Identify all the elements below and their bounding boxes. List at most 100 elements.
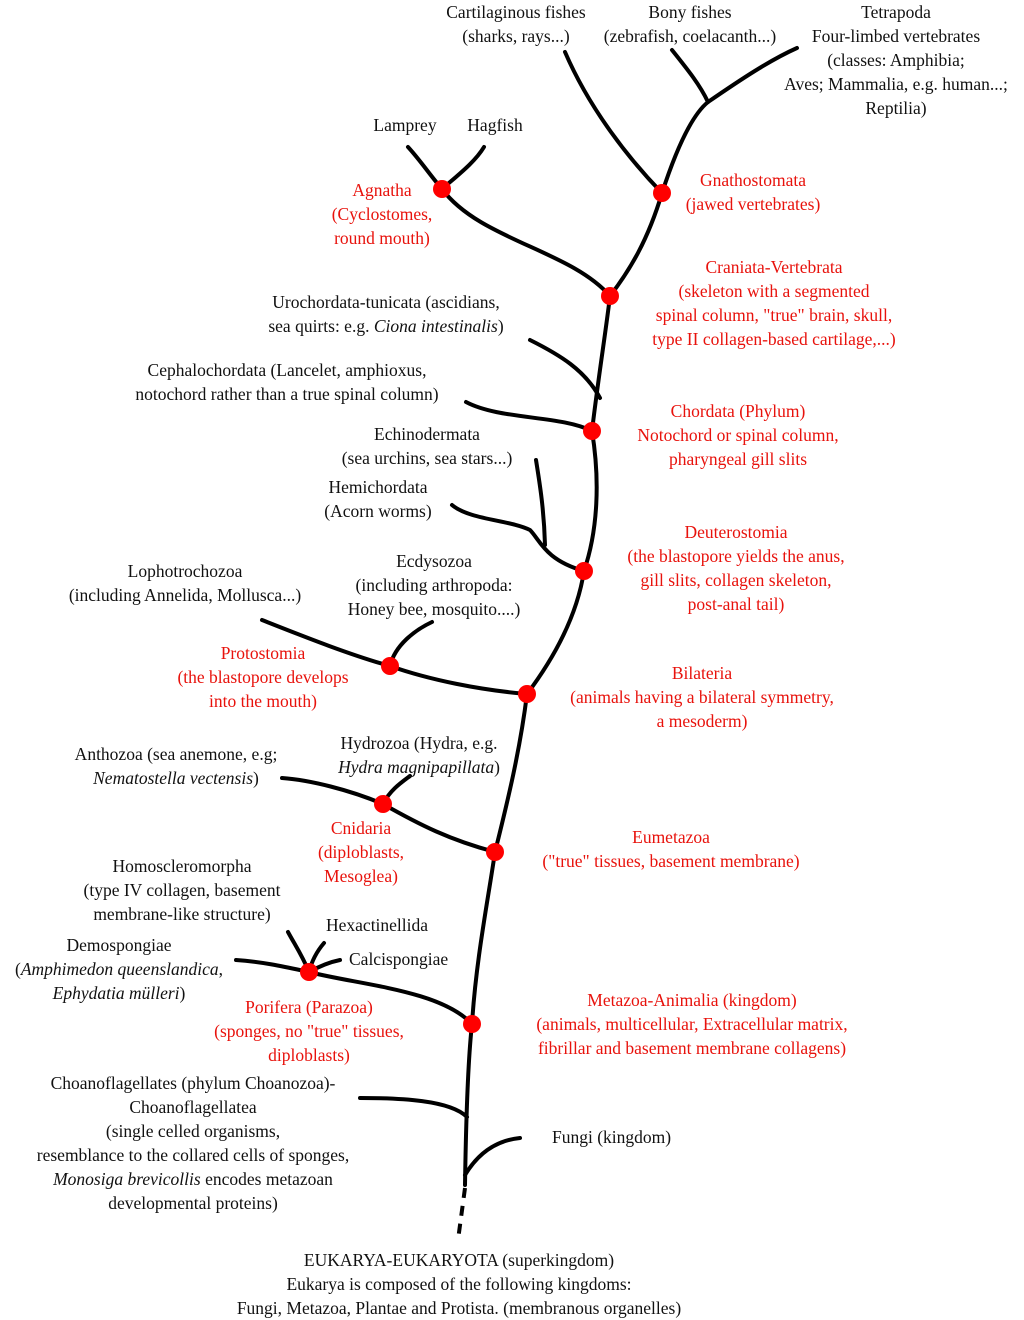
label-line: Calcispongiae [349,949,449,969]
label-line: (including Annelida, Mollusca...) [68,585,302,605]
label-cephalochordata: Cephalochordata (Lancelet, amphioxus, no… [135,358,438,406]
label-text: ( [14,959,21,979]
node-gnathostomata [653,184,671,202]
label-cartilaginous-fishes: Cartilaginous fishes (sharks, rays...) [446,0,586,48]
label-hemichordata: Hemichordata (Acorn worms) [324,475,431,523]
label-line: Choanoflagellatea [129,1097,257,1117]
label-demospongiae: Demospongiae (Amphimedon queenslandica, … [15,933,223,1005]
node-cnidaria [374,795,392,813]
label-line: membrane-like structure) [93,904,271,924]
label-line: (animals, multicellular, Extracellular m… [536,1014,848,1034]
label-line: Aves; Mammalia, e.g. human...; [784,74,1008,94]
label-line: developmental proteins) [108,1193,278,1213]
label-line: Monosiga brevicollis encodes metazoan [37,1167,349,1191]
label-line: Honey bee, mosquito....) [347,599,521,619]
label-line: Hemichordata [328,477,428,497]
clade-bilateria: Bilateria (animals having a bilateral sy… [570,661,834,733]
label-line: Reptilia) [865,98,927,118]
label-homoscleromorpha: Homoscleromorpha (type IV collagen, base… [84,854,281,926]
label-line: Tetrapoda [861,2,931,22]
label-anthozoa: Anthozoa (sea anemone, e.g; Nematostella… [75,742,278,790]
label-line: (sea urchins, sea stars...) [341,448,513,468]
branch-porifera [307,970,474,1026]
node-porifera [300,963,318,981]
label-line: fibrillar and basement membrane collagen… [537,1038,847,1058]
node-agnatha [433,180,451,198]
clade-gnathostomata: Gnathostomata (jawed vertebrates) [686,168,821,216]
label-line: Cartilaginous fishes [446,2,586,22]
label-line: Cnidaria [330,818,392,838]
branch-fungi [463,1136,522,1177]
label-line: Lamprey [373,115,437,135]
label-line: round mouth) [334,228,430,248]
node-eumetazoa [486,843,504,861]
label-line: (zebrafish, coelacanth...) [603,26,777,46]
label-line: Eukarya is composed of the following kin… [286,1274,632,1294]
label-line: Mesoglea) [324,866,398,886]
label-line: Anthozoa (sea anemone, e.g; [74,744,278,764]
label-line: (skeleton with a segmented [678,281,870,301]
label-line: Metazoa-Animalia (kingdom) [587,990,797,1010]
label-line: (type IV collagen, basement [83,880,281,900]
root-label: EUKARYA-EUKARYOTA (superkingdom) Eukarya… [237,1248,681,1320]
label-line: a mesoderm) [656,711,748,731]
label-line: (sponges, no "true" tissues, [214,1021,404,1041]
trunk-metazoa-eumetazoa [470,850,497,1026]
label-bony-fishes: Bony fishes (zebrafish, coelacanth...) [604,0,776,48]
clade-agnatha: Agnatha (Cyclostomes, round mouth) [332,178,433,250]
label-lamprey: Lamprey [373,113,436,137]
label-line: type II collagen-based cartilage,...) [652,329,896,349]
clade-porifera: Porifera (Parazoa) (sponges, no "true" t… [214,995,404,1067]
label-line: Fungi, Metazoa, Plantae and Protista. (m… [236,1298,682,1318]
label-line: Echinodermata [374,424,480,444]
label-line: (classes: Amphibia; [827,50,965,70]
species-name: Ephydatia mülleri [52,983,180,1003]
label-line: diploblasts) [268,1045,350,1065]
label-hexactinellida: Hexactinellida [326,913,428,937]
label-line: Demospongiae [66,935,172,955]
label-text: ) [253,768,259,788]
trunk-eumetazoa-bilateria [493,692,529,854]
branch-tetrapoda [706,46,799,104]
label-line: (the blastopore yields the anus, [627,546,845,566]
label-line: (including arthropoda: [355,575,513,595]
label-text: ) [179,983,186,1003]
branch-protostomia [388,664,529,696]
label-line: Hydrozoa (Hydra, e.g. [340,733,498,753]
label-line: Urochordata-tunicata (ascidians, [272,292,500,312]
label-line: Chordata (Phylum) [670,401,806,421]
branch-demospongiae [234,958,311,974]
label-line: Porifera (Parazoa) [245,997,373,1017]
label-line: notochord rather than a true spinal colu… [135,384,439,404]
label-line: Nematostella vectensis) [75,766,278,790]
label-ecdysozoa: Ecdysozoa (including arthropoda: Honey b… [348,549,521,621]
label-line: pharyngeal gill slits [668,449,808,469]
label-hagfish: Hagfish [467,113,522,137]
label-text: ) [494,757,500,777]
label-line: Hagfish [467,115,523,135]
branch-echinodermata [534,458,547,547]
label-text: encodes metazoan [200,1169,333,1189]
label-text: , [218,959,224,979]
label-line: Protostomia [220,643,306,663]
label-line: Craniata-Vertebrata [705,257,843,277]
trunk-chordata-craniata [590,294,612,433]
clade-cnidaria: Cnidaria (diploblasts, Mesoglea) [318,816,404,888]
label-line: Bilateria [671,663,733,683]
species-name: Ciona intestinalis [373,316,498,336]
label-line: Ecdysozoa [396,551,472,571]
clade-protostomia: Protostomia (the blastopore develops int… [177,641,348,713]
branch-ecdysozoa [388,620,434,668]
label-fungi: Fungi (kingdom) [552,1125,671,1149]
label-line: Four-limbed vertebrates [811,26,981,46]
label-text: sea quirts: e.g. [268,316,374,336]
label-line: Fungi (kingdom) [552,1127,672,1147]
branch-choanoflagellates [358,1096,469,1119]
label-line: Hydra magnipapillata) [338,755,500,779]
branch-cartilaginous-fishes [563,50,664,195]
node-bilateria [518,685,536,703]
label-line: spinal column, "true" brain, skull, [655,305,893,325]
clade-eumetazoa: Eumetazoa ("true" tissues, basement memb… [542,825,799,873]
node-deuterostomia [575,562,593,580]
